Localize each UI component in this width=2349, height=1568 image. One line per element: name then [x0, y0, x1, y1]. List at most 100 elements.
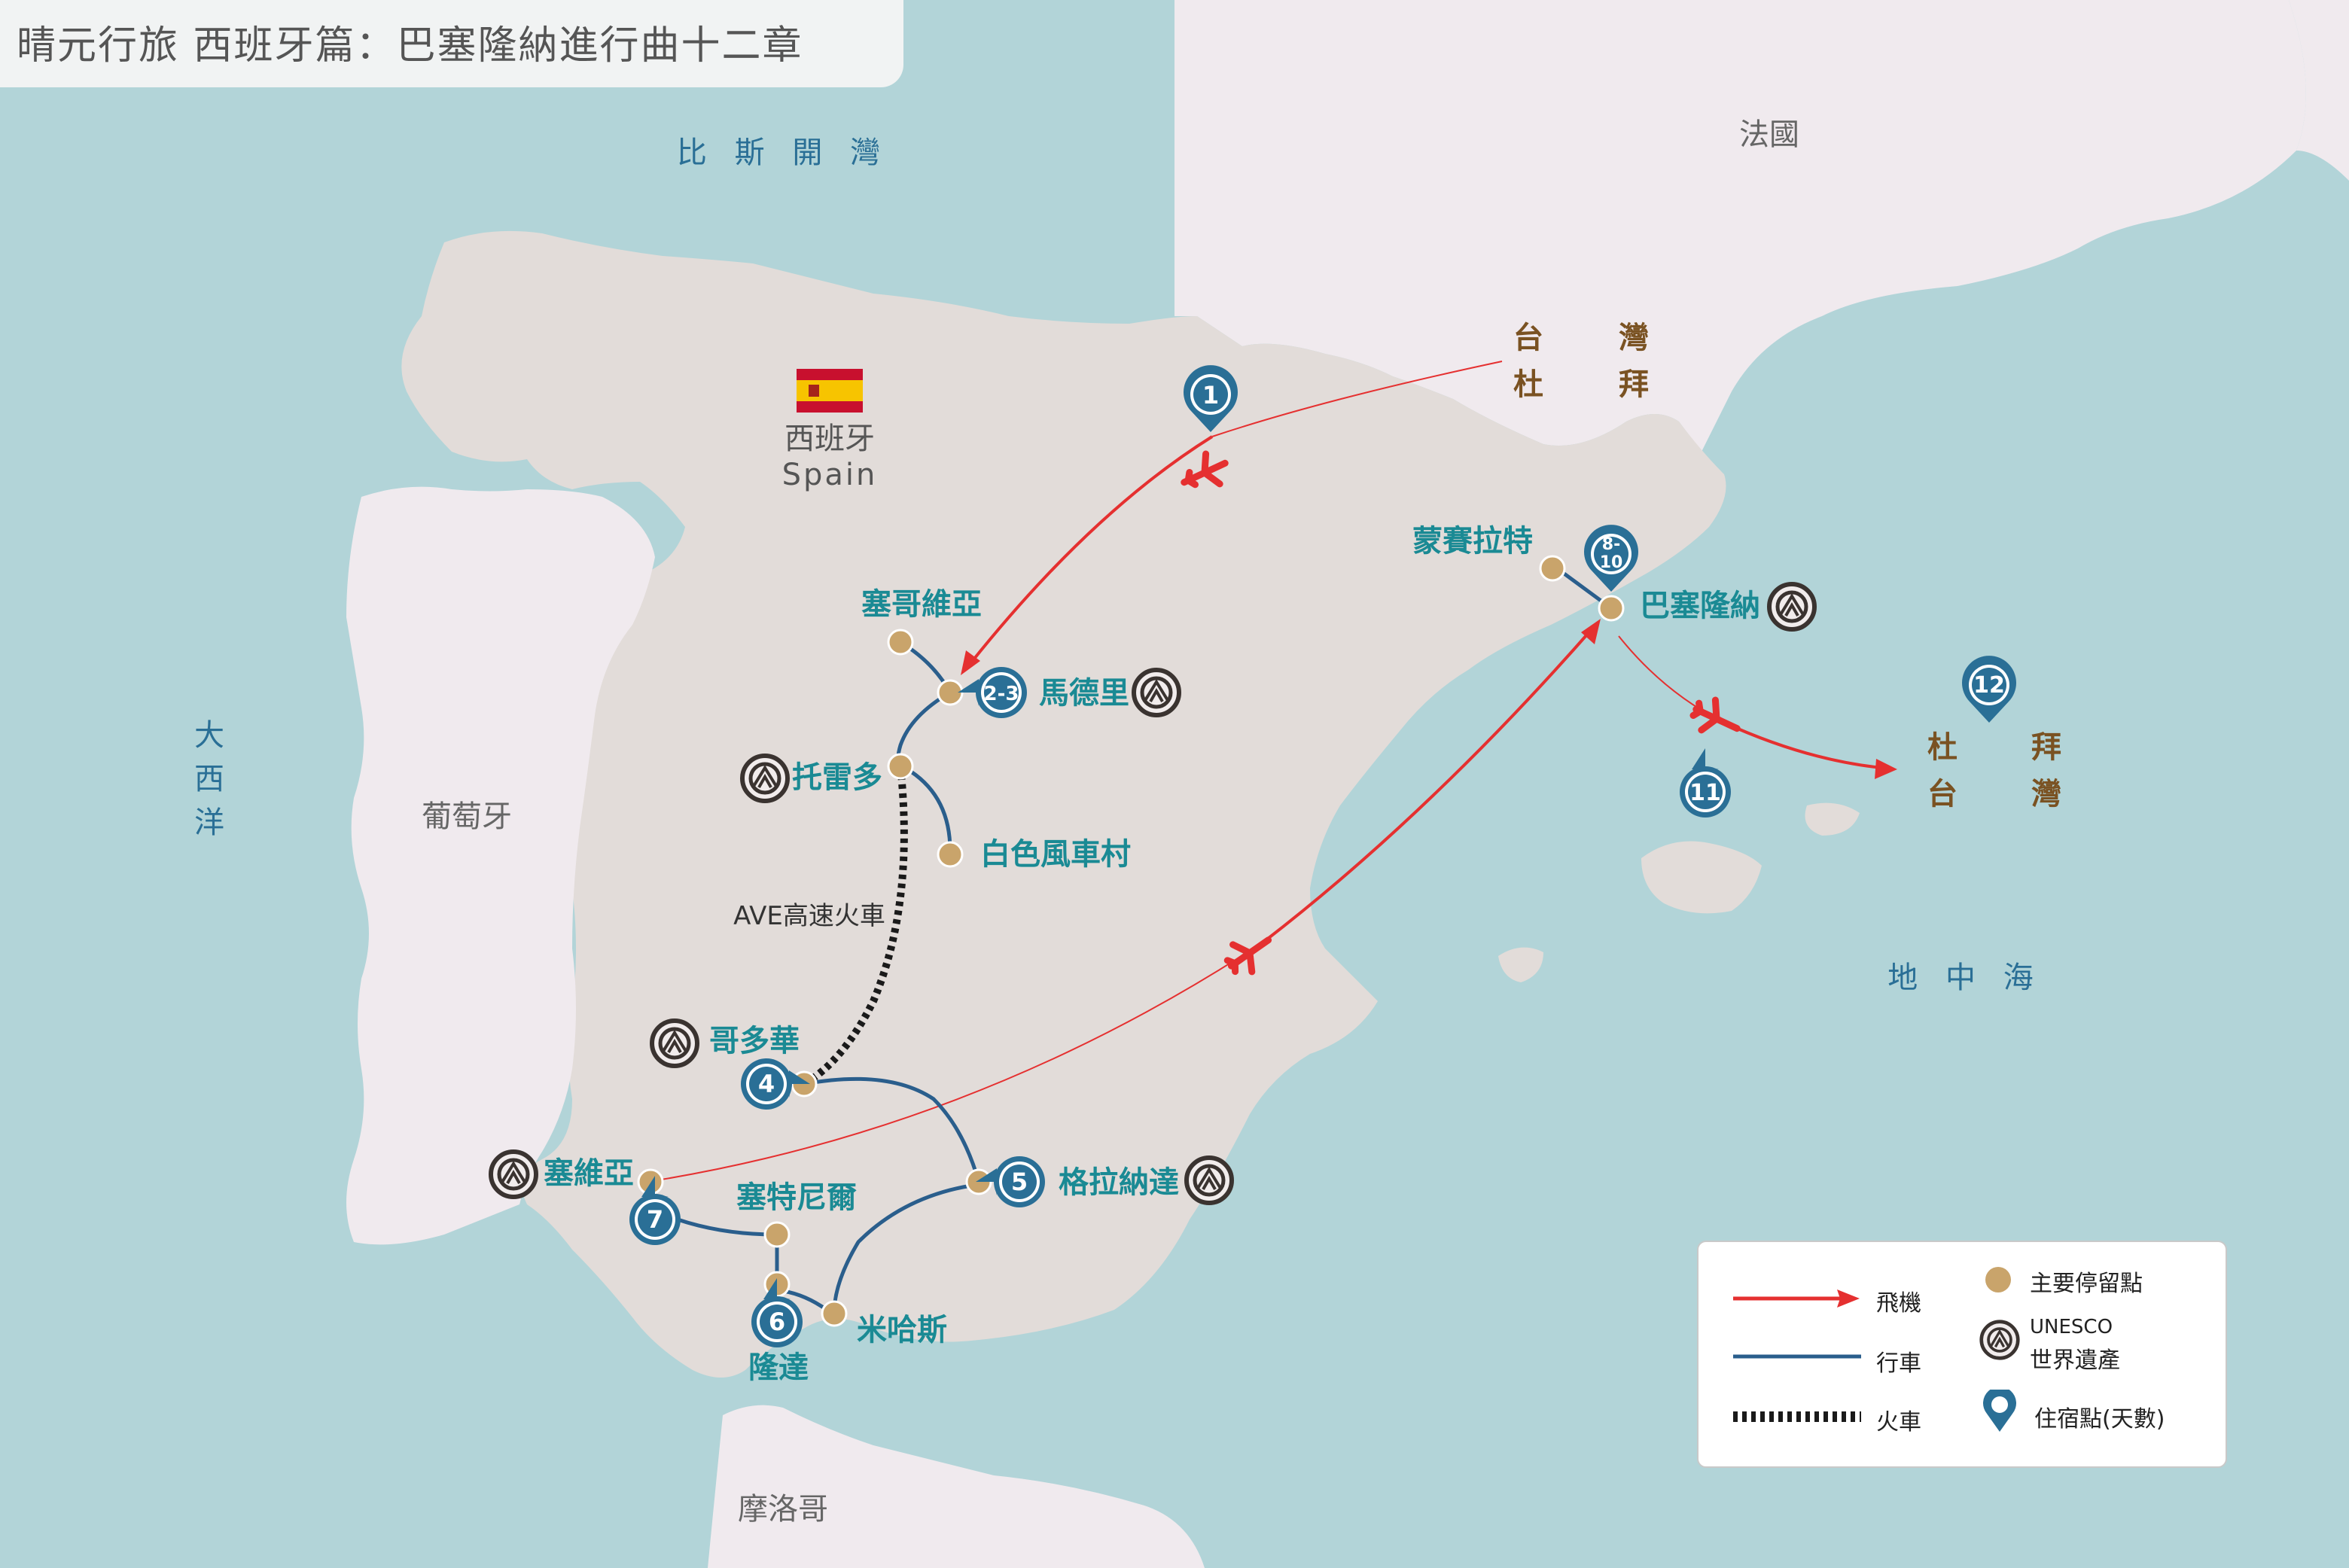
- svg-text:4: 4: [758, 1070, 775, 1098]
- drive-routes: [648, 566, 1613, 1312]
- flight-barcelona-arrowhead: [1581, 619, 1601, 644]
- legend: 飛機 行車 火車 主要停留點 UNESCO 世界遺產 住宿點(天數): [1697, 1241, 2227, 1468]
- unesco-icon: [1979, 1320, 2020, 1360]
- menorca-island: [1805, 802, 1860, 836]
- stay-pin-2-3: 2-3: [958, 667, 1027, 718]
- origin-db-2: 拜: [1619, 367, 1649, 402]
- france-label: 法國: [1739, 117, 1799, 152]
- unesco-icon-toledo: [742, 756, 788, 801]
- svg-text:1: 1: [1202, 381, 1219, 410]
- ibiza-island: [1498, 947, 1543, 982]
- legend-flight-label: 飛機: [1876, 1290, 1921, 1317]
- flight-to-barcelona: [1263, 627, 1594, 942]
- spain-land: [401, 230, 1726, 1378]
- flight-in-route: [970, 435, 1214, 664]
- morocco-label: 摩洛哥: [738, 1492, 828, 1527]
- stay-pin-8-10: 8- 10: [1584, 525, 1638, 592]
- atlantic-label-2: 西: [194, 762, 224, 796]
- unesco-icon-seville: [491, 1152, 536, 1197]
- plane-icon-madrid-barcelona: [1223, 936, 1272, 976]
- stay-pin-1: 1: [1184, 365, 1238, 432]
- legend-stop-icon: [1985, 1267, 2011, 1292]
- svg-text:5: 5: [1011, 1168, 1028, 1196]
- legend-flight-icon: [1733, 1289, 1860, 1308]
- legend-drive-icon: [1733, 1354, 1861, 1359]
- stop-toledo: [887, 753, 914, 780]
- origin-db-1: 杜: [1513, 367, 1543, 402]
- plane-icon-outbound: [1689, 696, 1741, 734]
- city-labels: 塞哥維亞 馬德里 托雷多 白色風車村 哥多華 格拉納達 塞維亞 塞特尼爾 米哈斯…: [544, 524, 1760, 1385]
- origin-tw-1: 台: [1513, 321, 1543, 355]
- svg-text:7: 7: [647, 1205, 663, 1234]
- legend-train-label: 火車: [1876, 1409, 1921, 1436]
- return-db-2: 拜: [2031, 730, 2061, 765]
- stop-segovia: [887, 629, 914, 656]
- city-cordoba: 哥多華: [709, 1024, 800, 1058]
- spain-name-zh: 西班牙: [785, 422, 875, 456]
- atlantic-label-3: 洋: [194, 805, 224, 840]
- svg-text:10: 10: [1600, 553, 1623, 572]
- return-tw-2: 灣: [2031, 777, 2061, 811]
- city-barcelona: 巴塞隆納: [1640, 589, 1760, 623]
- train-label: AVE高速火車: [733, 901, 885, 931]
- return-db-1: 杜: [1927, 730, 1958, 765]
- svg-text:11: 11: [1689, 780, 1721, 806]
- legend-unesco-label-1: UNESCO: [2030, 1316, 2113, 1338]
- svg-text:6: 6: [769, 1308, 785, 1336]
- flight-in-arrowhead: [961, 650, 980, 675]
- city-mijas: 米哈斯: [857, 1313, 947, 1347]
- legend-drive-label: 行車: [1876, 1350, 1921, 1377]
- city-setenil: 塞特尼爾: [736, 1180, 857, 1215]
- city-toledo: 托雷多: [792, 760, 882, 795]
- city-consuegra: 白色風車村: [980, 837, 1131, 872]
- bay-of-biscay-label: 比 斯 開 灣: [677, 135, 889, 170]
- legend-train-icon: [1733, 1411, 1861, 1422]
- mediterranean-label: 地 中 海: [1887, 961, 2042, 995]
- stay-pin-5: 5: [976, 1156, 1045, 1207]
- train-route: [802, 766, 908, 1088]
- stop-barcelona: [1598, 595, 1625, 622]
- city-montserrat: 蒙賽拉特: [1412, 524, 1533, 559]
- svg-text:8-: 8-: [1602, 535, 1620, 554]
- title-banner: 晴元行旅 西班牙篇：巴塞隆納進行曲十二章: [0, 0, 903, 87]
- svg-text:2-3: 2-3: [984, 683, 1019, 705]
- spain-flag-icon: [797, 369, 863, 413]
- stop-consuegra: [937, 841, 964, 868]
- flight-out-route: [1723, 721, 1883, 769]
- flight-out-arrowhead: [1875, 759, 1897, 779]
- city-seville: 塞維亞: [544, 1156, 634, 1191]
- flight-in-thin: [1211, 361, 1503, 437]
- map-title: 晴元行旅 西班牙篇：巴塞隆納進行曲十二章: [17, 23, 803, 69]
- stop-setenil: [763, 1221, 791, 1248]
- legend-stay-pin-icon: [1983, 1390, 2016, 1432]
- plane-icon-inbound: [1181, 450, 1229, 489]
- return-tw-1: 台: [1927, 777, 1958, 811]
- portugal-land: [346, 486, 655, 1245]
- portugal-label: 葡萄牙: [422, 799, 512, 834]
- legend-unesco-label-2: 世界遺產: [2030, 1347, 2120, 1374]
- legend-stay-label: 住宿點(天數): [2034, 1406, 2165, 1433]
- unesco-icon-granada: [1187, 1158, 1232, 1203]
- unesco-icon-madrid: [1134, 670, 1179, 715]
- stay-pin-7: 7: [629, 1176, 681, 1245]
- legend-stop-label: 主要停留點: [2030, 1271, 2143, 1297]
- atlantic-label-1: 大: [194, 718, 224, 753]
- stay-pin-12: 12: [1962, 656, 2016, 723]
- flight-sevilla-thin: [647, 940, 1266, 1183]
- stay-pin-6: 6: [751, 1278, 803, 1347]
- stay-pin-4: 4: [741, 1058, 810, 1110]
- stay-pin-11: 11: [1680, 748, 1731, 817]
- stop-montserrat: [1539, 555, 1566, 582]
- italy-land: [2289, 0, 2349, 181]
- city-madrid: 馬德里: [1039, 676, 1129, 711]
- city-granada: 格拉納達: [1059, 1165, 1179, 1200]
- unesco-icon-barcelona: [1769, 584, 1814, 629]
- stop-mijas: [821, 1300, 848, 1327]
- svg-text:12: 12: [1973, 672, 2005, 699]
- france-land: [1174, 0, 2306, 452]
- city-ronda: 隆達: [748, 1350, 809, 1385]
- morocco-land: [708, 1405, 1205, 1568]
- origin-tw-2: 灣: [1619, 321, 1649, 355]
- stop-dots: [637, 555, 1625, 1327]
